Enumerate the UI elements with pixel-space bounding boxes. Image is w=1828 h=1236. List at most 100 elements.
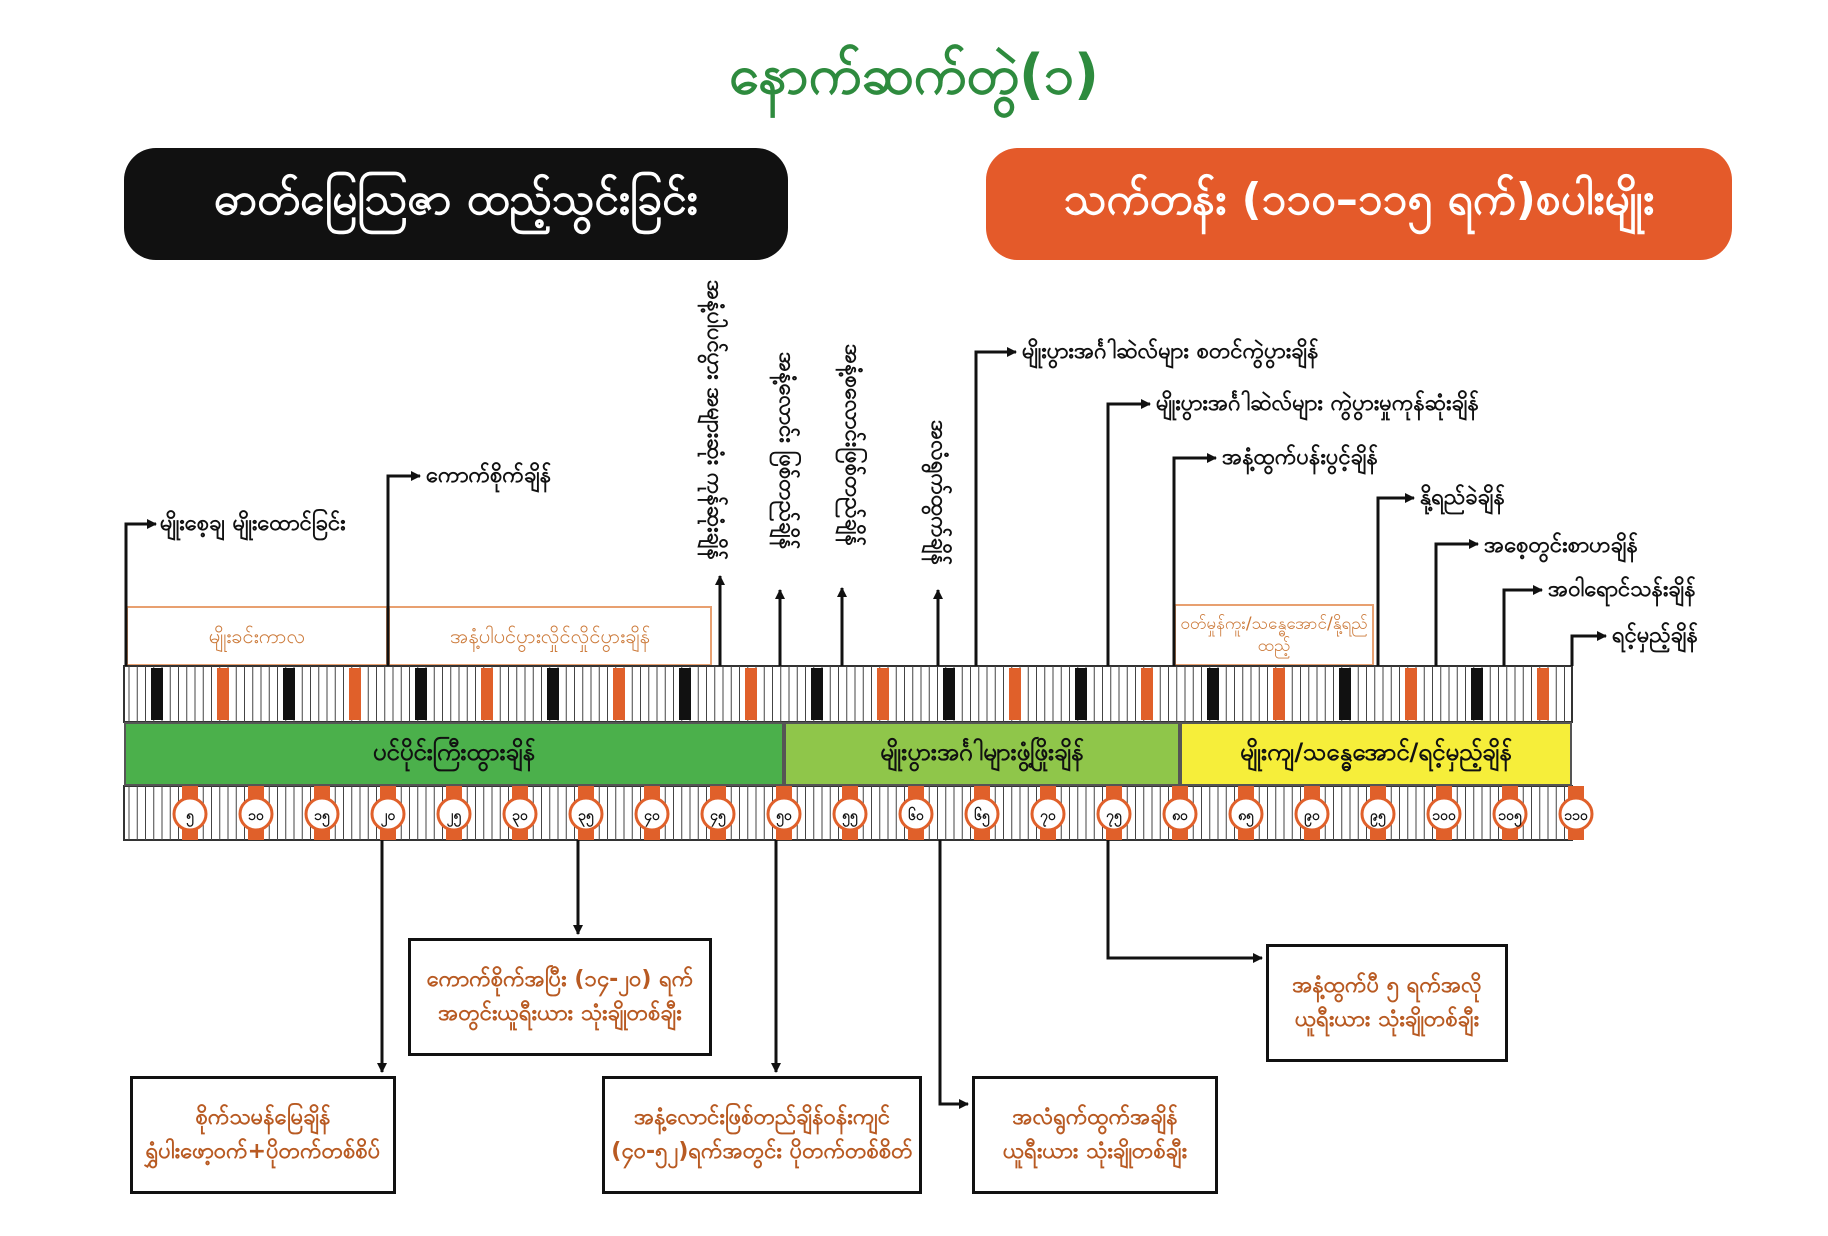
day-marker-label: ၇၀ (1040, 808, 1057, 827)
accent-tick (1471, 668, 1483, 720)
accent-tick (1339, 668, 1351, 720)
box-transplant-urea-line1: ကောက်စိုက်အပြီး (၁၄-၂၀) ရက် (426, 967, 694, 992)
accent-tick (481, 668, 493, 720)
box-basal-application-line2: ရွှံပါးဖော့ဝက်+ပိုတက်တစ်စိပ် (145, 1139, 381, 1164)
day-marker: ၂၅ (436, 786, 472, 840)
connector-flowering (1172, 453, 1217, 666)
box-basal-application-line1: စိုက်သမန်မြေချိန် (195, 1105, 331, 1130)
day-marker-label: ၇၅ (1106, 808, 1123, 827)
band-reproductive-label: မျိုးပွားအင်္ဂါများဖွံ့ဖြိုးချိန် (880, 738, 1084, 766)
day-marker-circle (634, 796, 670, 832)
day-marker-circle (1360, 796, 1396, 832)
day-marker: ၈၅ (1228, 786, 1264, 840)
day-marker-label: ၁၀၅ (1498, 808, 1523, 827)
accent-tick (415, 668, 427, 720)
day-marker: ၃၀ (502, 786, 538, 840)
day-marker: ၄၀ (634, 786, 670, 840)
accent-tick (1009, 668, 1021, 720)
day-marker-label: ၂၀ (381, 808, 397, 827)
header-right-label: သက်တန်း (၁၁၀–၁၁၅ ရက်)စပါးမျိုး (1063, 174, 1655, 225)
event-flag-leaf: အလံရွက်ထွက်ချိန် (926, 420, 951, 566)
day-marker: ၃၅ (568, 786, 604, 840)
event-panicle-differentiation-end: မျိုးပွားအင်္ဂါဆဲလ်များ ကွဲပွားမှုကုန်ဆု… (1156, 391, 1479, 416)
day-marker-label: ၁၀၀ (1432, 808, 1457, 824)
day-marker-label: ၄၅ (710, 808, 727, 827)
event-panicle-start: အနံ့စလောင်းဖြစ်တည်ချိန် (840, 344, 865, 546)
day-marker-circle (568, 796, 604, 832)
day-marker-label: ၆၅ (974, 807, 991, 827)
box-pre-flowering-urea-line1: အနံ့ထွက်ပီ ၅ ရက်အလို (1292, 973, 1482, 998)
event-flowering: အနံ့ထွက်ပန်းပွင့်ချိန် (1222, 445, 1378, 470)
day-marker: ၁၁၀ (1558, 786, 1594, 840)
accent-tick (283, 668, 295, 720)
header-rice-variety: သက်တန်း (၁၁၀–၁၁၅ ရက်)စပါးမျိုး (986, 148, 1732, 260)
accent-tick (1405, 668, 1417, 720)
event-milk-stage: နို့ရည်ခဲချိန် (1420, 485, 1505, 510)
connector-yellow-ripe (1502, 585, 1543, 666)
day-marker-circle (700, 796, 736, 832)
box-flag-leaf-urea-line2: ယူရီးယား သုံးချိုတစ်ချီး (1002, 1139, 1188, 1164)
phase-label-nursery: မျိုးခင်းကာလ (126, 606, 388, 666)
box-pre-flowering-urea: အနံ့ထွက်ပီ ၅ ရက်အလို ယူရီးယား သုံးချိုတစ… (1266, 944, 1508, 1062)
accent-tick (1207, 668, 1219, 720)
box-panicle-potash-line2: (၄၀-၅၂)ရက်အတွင်း ပိုတက်တစ်စိတ် (611, 1139, 913, 1164)
accent-tick (1075, 668, 1087, 720)
accent-tick (811, 668, 823, 720)
day-marker-label: ၅၅ (842, 808, 859, 827)
header-left-label: ဓာတ်မြေသြဇာ ထည့်သွင်းခြင်း (214, 174, 698, 225)
day-marker: ၇၀ (1030, 786, 1066, 840)
day-marker-label: ၂၅ (447, 808, 463, 827)
day-marker-label: ၉၀ (1304, 808, 1321, 827)
day-marker-label: ၈၀ (1172, 808, 1189, 824)
box-panicle-potash: အနံ့လောင်းဖြစ်တည်ချိန်ဝန်းကျင် (၄၀-၅၂)ရက… (602, 1076, 922, 1194)
day-marker: ၁၀ (238, 786, 274, 840)
accent-tick (349, 668, 361, 720)
day-marker-circle (766, 796, 802, 832)
connector-dough-stage (1434, 539, 1479, 666)
day-marker-label: ၁၁၀ (1564, 808, 1589, 824)
band-reproductive: မျိုးပွားအင်္ဂါများဖွံ့ဖြိုးချိန် (784, 722, 1180, 786)
day-marker-label: ၃၀ (512, 808, 529, 827)
band-ripening: မျိုးကျ/သန္ဓေအောင်/ရင့်မှည့်ချိန် (1180, 722, 1572, 786)
day-marker-circle (1096, 796, 1132, 832)
event-yellow-ripe: အဝါရောင်သန်းချိန် (1548, 577, 1696, 602)
day-marker-circle (304, 796, 340, 832)
day-marker-circle (1228, 796, 1264, 832)
day-marker-circle (964, 796, 1000, 832)
connector-transplanting (386, 471, 421, 666)
accent-tick (1537, 668, 1549, 720)
box-panicle-potash-line1: အနံ့လောင်းဖြစ်တည်ချိန်ဝန်းကျင် (633, 1105, 891, 1130)
day-marker-circle (898, 796, 934, 832)
day-marker: ၆၅ (964, 786, 1000, 840)
day-marker-circle (1492, 796, 1528, 832)
connector-seed-sowing (124, 519, 157, 666)
connector-box-flag-leaf (938, 840, 969, 1109)
accent-tick (943, 668, 955, 720)
day-marker: ၇၅ (1096, 786, 1132, 840)
event-transplanting: ကောက်စိုက်ချိန် (426, 463, 552, 488)
event-max-tillering: အနံ့ပါပင်ပွား အများဆုံး ကုန်ဆုံးချိန် (702, 280, 727, 560)
day-marker-circle (832, 796, 868, 832)
day-marker-circle (238, 796, 274, 832)
day-marker-circle (1162, 796, 1198, 832)
day-marker-circle (172, 796, 208, 832)
accent-tick (745, 668, 757, 720)
day-marker-label: ၆၀ (908, 807, 925, 824)
day-marker-circle (370, 796, 406, 832)
box-basal-application: စိုက်သမန်မြေချိန် ရွှံပါးဖော့ဝက်+ပိုတက်တ… (130, 1076, 396, 1194)
day-marker-label: ၈၅ (1238, 808, 1255, 827)
box-flag-leaf-urea-line1: အလံရွက်ထွက်အချိန် (1012, 1105, 1178, 1130)
accent-tick (877, 668, 889, 720)
day-marker: ၉၀ (1294, 786, 1330, 840)
accent-tick (547, 668, 559, 720)
day-marker-label: ၉၅ (1370, 808, 1387, 827)
band-ripening-label: မျိုးကျ/သန္ဓေအောင်/ရင့်မှည့်ချိန် (1240, 738, 1512, 766)
day-marker-circle (502, 796, 538, 832)
box-transplant-urea: ကောက်စိုက်အပြီး (၁၄-၂၀) ရက် အတွင်းယူရီးယ… (408, 938, 712, 1056)
connector-box-pre-flowering (1106, 840, 1263, 963)
top-tick-strip (123, 665, 1573, 723)
page-title: နောက်ဆက်တွဲ(၁) (729, 43, 1099, 106)
connector-panicle-initiation (974, 347, 1017, 666)
phase-label-nursery-text: မျိုးခင်းကာလ (208, 624, 306, 648)
